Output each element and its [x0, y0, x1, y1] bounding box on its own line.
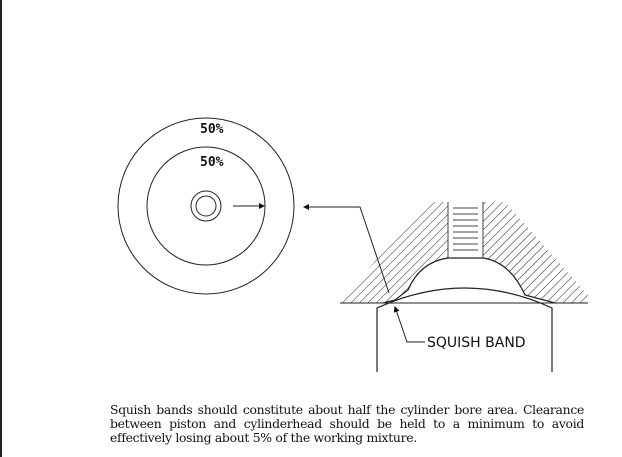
page-edge [0, 0, 2, 457]
outer-circle [117, 117, 295, 295]
spark-plug-ring-outer [190, 190, 222, 222]
cylinder-head-section [340, 202, 588, 304]
bore-plan-view [117, 117, 295, 295]
inner-percent-label: 50% [200, 155, 224, 170]
spark-plug-ring-inner [195, 195, 217, 217]
piston [376, 287, 553, 372]
squish-band-label: SQUISH BAND [427, 335, 526, 351]
inner-circle [146, 146, 266, 266]
head-hatch-right [483, 202, 588, 303]
head-hatch-left [340, 202, 448, 303]
squish-leader [393, 306, 425, 343]
outer-percent-label: 50% [200, 122, 224, 137]
spark-plug-threads [447, 202, 484, 258]
figure-caption: Squish bands should constitute about hal… [110, 402, 584, 445]
